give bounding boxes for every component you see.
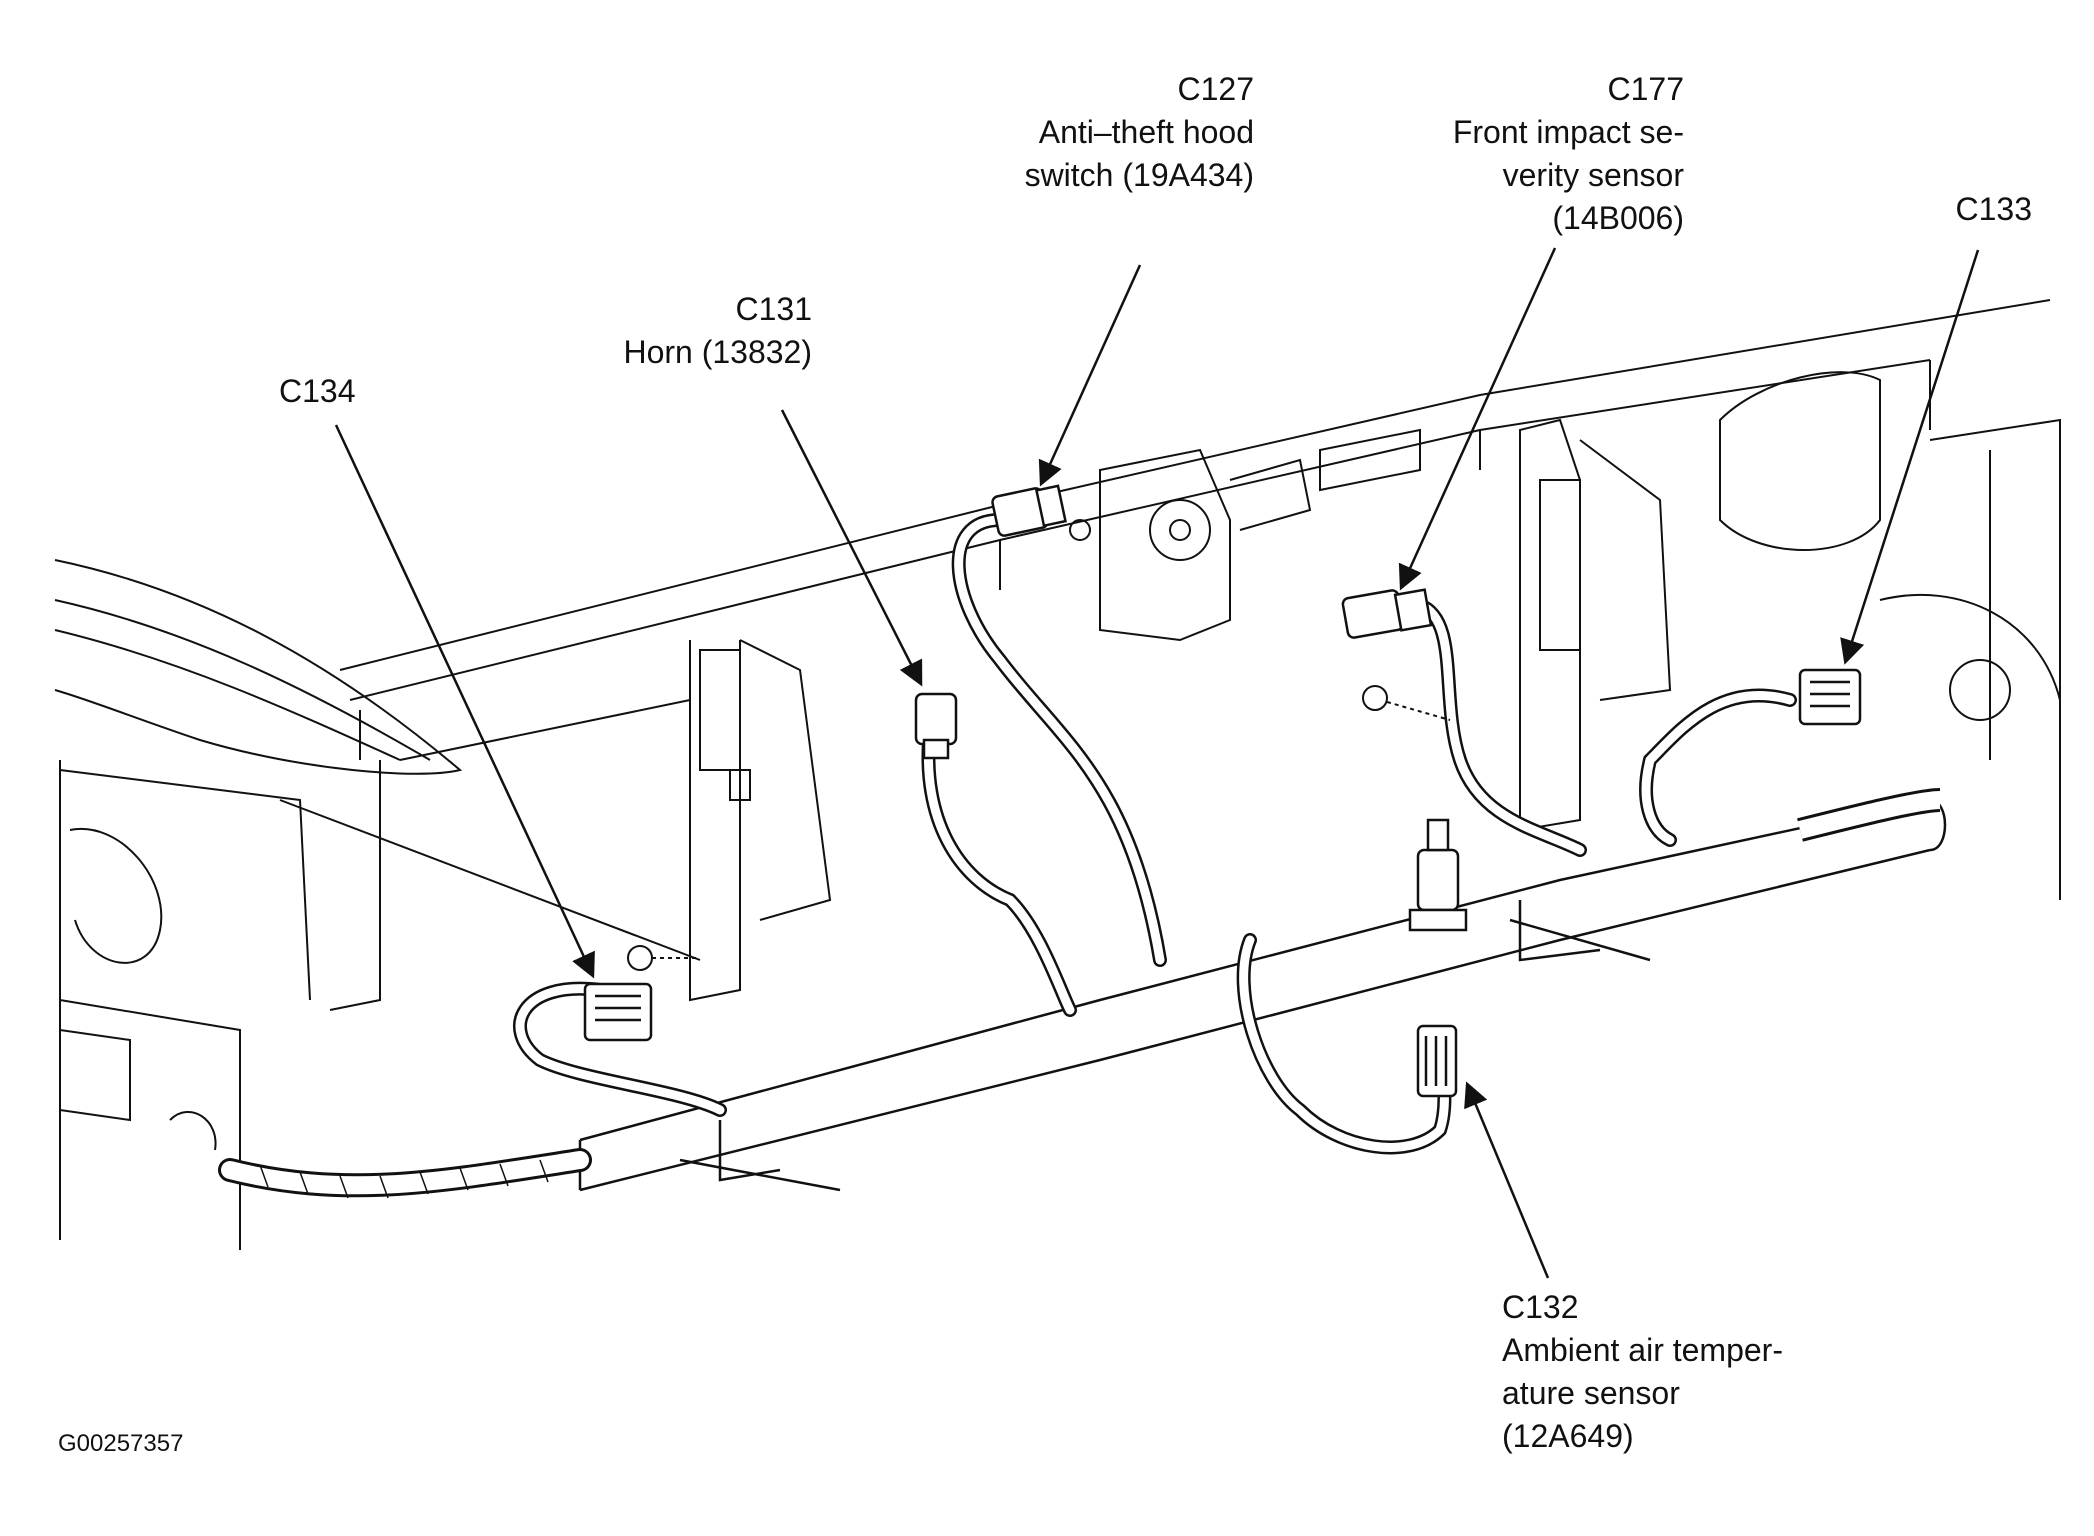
hood-latch [1069,428,1421,642]
callout-description: Anti–theft hood [1038,114,1254,150]
callout-c131: C131 Horn (13832) [623,288,812,374]
connector-c177 [1341,588,1433,639]
callout-description: ature sensor [1502,1375,1680,1411]
callout-c132: C132 Ambient air temper- ature sensor (1… [1502,1286,1783,1458]
connector-c132 [1416,1024,1458,1098]
lower-crossmember [578,798,1947,1192]
branch-wires [513,513,1797,1155]
callout-description: verity sensor [1502,157,1684,193]
radiator-support-rail [339,299,2051,760]
right-bracket [1519,418,1672,832]
callout-description: switch (19A434) [1024,157,1254,193]
callout-description: Ambient air temper- [1502,1332,1783,1368]
left-fender [54,559,463,1250]
connector-c133 [1798,668,1862,726]
figure-id: G00257357 [58,1430,184,1457]
callout-description: Horn (13832) [623,334,812,370]
callout-c133: C133 [1956,188,2033,231]
callout-code: C132 [1502,1289,1579,1325]
branch-wires-inner [515,515,1795,1152]
callout-description: (12A649) [1502,1418,1634,1454]
connectors [583,484,1862,1098]
connector-c134 [583,982,653,1042]
callout-code: C134 [279,373,356,409]
callout-description: Front impact se- [1452,114,1684,150]
wiring-harness [218,788,1941,1199]
callout-c177: C177 Front impact se- verity sensor (14B… [1453,68,1684,240]
bolts [627,685,1451,971]
connector-c127 [991,484,1067,537]
left-bracket [279,639,832,1011]
callout-c134: C134 [279,370,356,413]
callout-code: C177 [1607,71,1685,107]
callout-code: C127 [1177,71,1255,107]
callout-c127: C127 Anti–theft hood switch (19A434) [1025,68,1254,197]
callout-code: C131 [735,291,813,327]
callout-description: (14B006) [1552,200,1684,236]
ambient-air-temperature-sensor [1408,818,1468,932]
callout-code: C133 [1955,191,2033,227]
leader-lines [334,247,1980,1279]
right-wheelhouse [1719,371,2061,900]
connector-c131 [914,692,958,760]
